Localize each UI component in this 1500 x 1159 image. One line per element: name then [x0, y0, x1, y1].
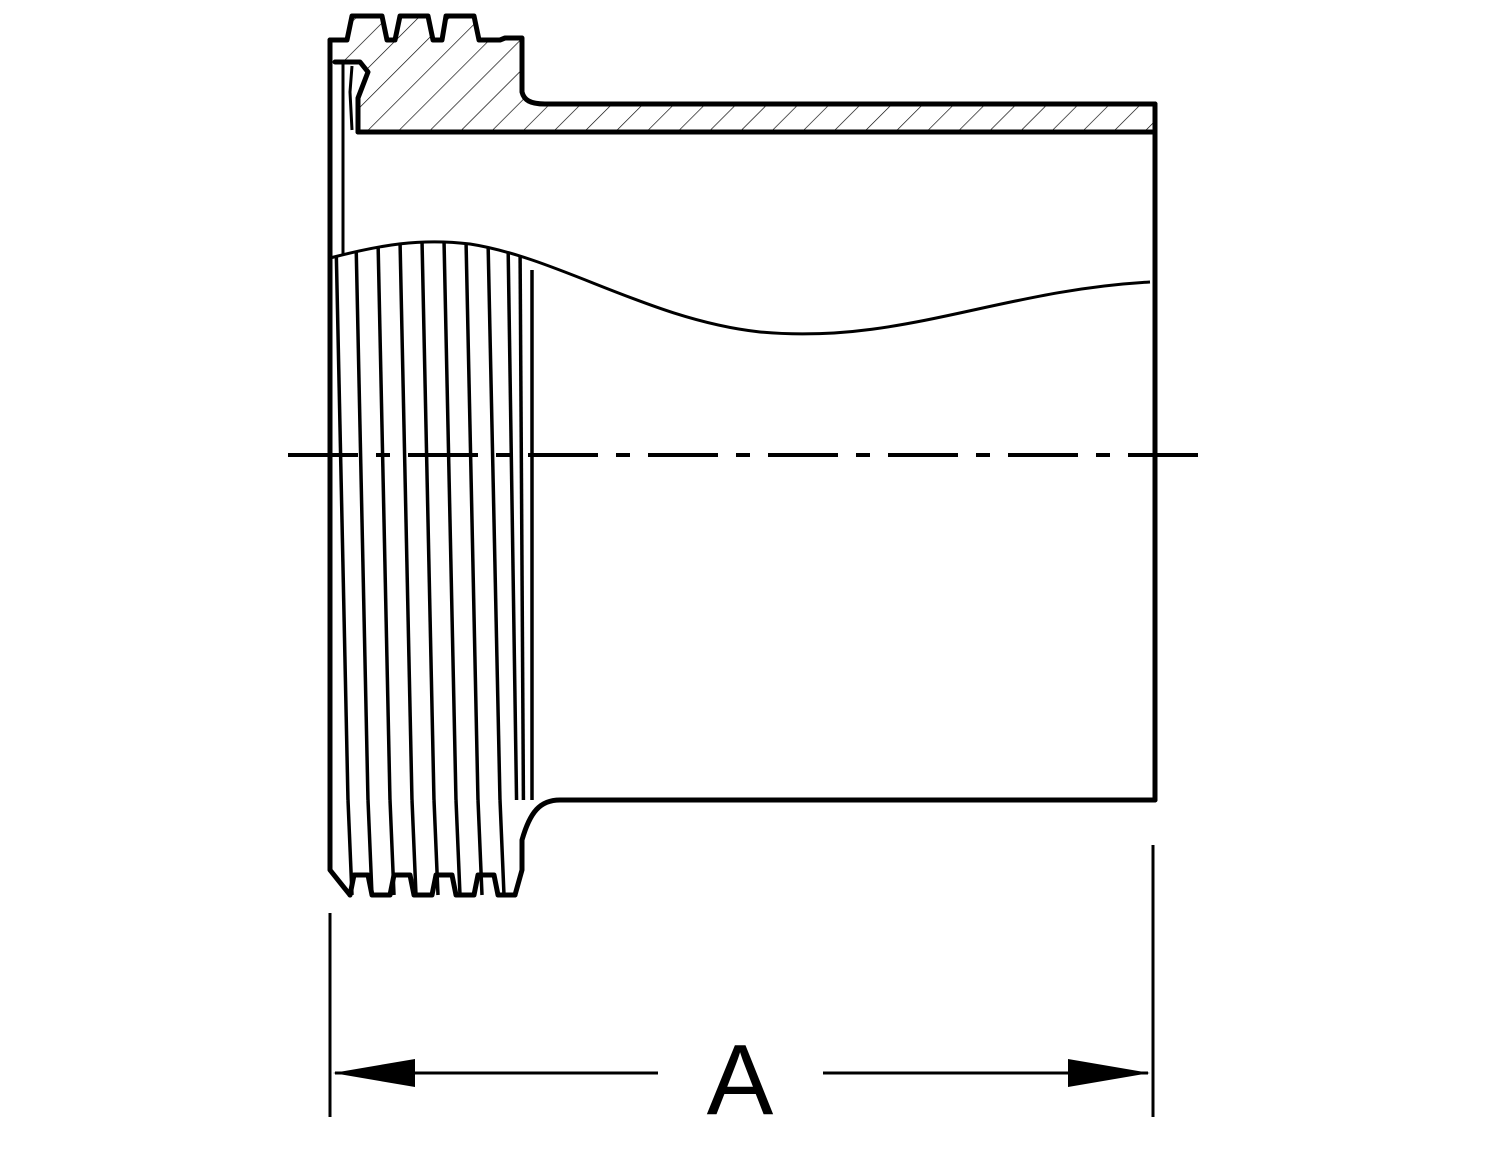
flange-serrated-profile	[327, 13, 1158, 107]
section-hatch	[335, 16, 1155, 132]
dimension-arrow-right	[1068, 1059, 1150, 1087]
gasket-groove	[332, 59, 371, 135]
dimension-label: A	[707, 1024, 774, 1136]
groove-inner-line-2	[348, 65, 354, 131]
thread-lines	[334, 241, 534, 800]
bottom-serrations	[347, 872, 518, 898]
left-end-face	[327, 37, 353, 898]
break-line	[329, 240, 1151, 336]
dimension-arrow-left	[333, 1059, 415, 1087]
tube-bottom-edge	[512, 797, 1158, 898]
